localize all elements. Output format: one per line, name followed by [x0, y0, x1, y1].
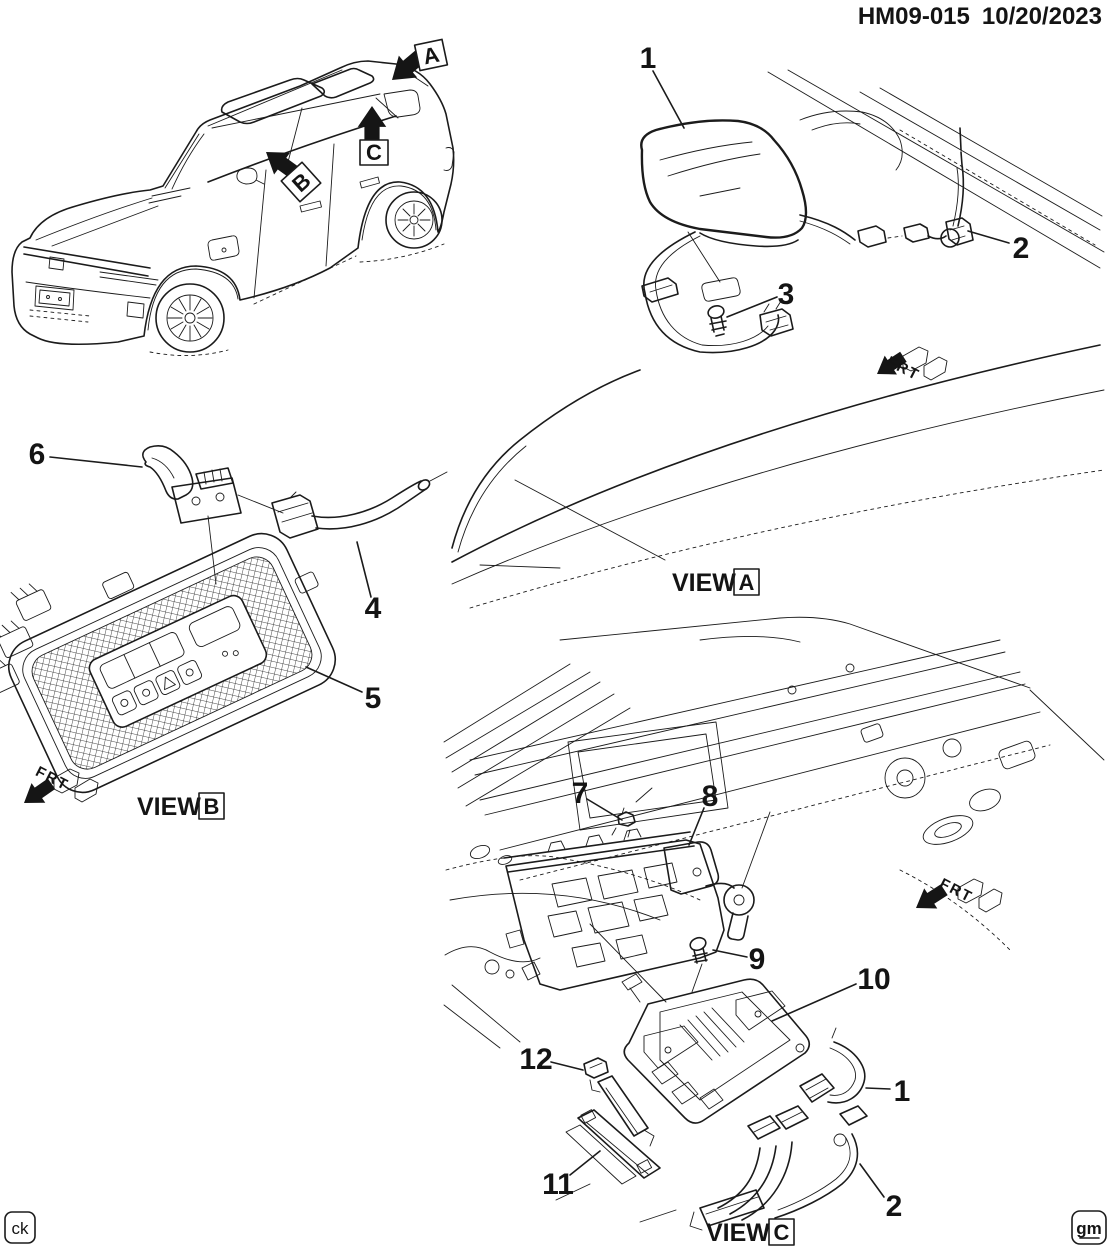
- sunroof-panels: [220, 67, 375, 125]
- callout-4-rod: 4: [365, 592, 382, 625]
- view-b-letter: B: [204, 794, 220, 819]
- view-b-illustration: 6 4 5 FRT VIEW B: [0, 438, 448, 821]
- module-strap-part-11: [565, 1109, 661, 1185]
- cable-ground-clip: [641, 277, 679, 303]
- leader-line-9: [712, 949, 748, 958]
- callout-7-clip: 7: [572, 777, 589, 810]
- leader-line-6: [49, 456, 143, 468]
- callout-3-screw: 3: [778, 278, 795, 311]
- headliner-background: [443, 616, 1105, 1201]
- view-b-label: VIEW B: [137, 792, 225, 821]
- assembly-line: [207, 515, 217, 585]
- console-connectors: [0, 583, 52, 696]
- inline-connector: [799, 214, 947, 248]
- rear-wheel: [361, 185, 443, 249]
- leader-line-10: [771, 983, 857, 1022]
- mount-stud-line: [687, 231, 721, 283]
- assembly-line: [589, 923, 667, 1003]
- leader-line-4: [356, 541, 372, 598]
- callout-1-harness: 1: [894, 1075, 911, 1108]
- view-a-label: VIEW A: [672, 568, 760, 597]
- gm-logo-text: gm: [1076, 1219, 1102, 1238]
- overhead-console-part-5: [0, 532, 337, 794]
- leader-line-1: [652, 70, 685, 129]
- mounting-bracket-part-8: [503, 828, 755, 991]
- leader-line-12: [550, 1061, 584, 1071]
- callout-1-antenna: 1: [640, 42, 657, 75]
- callout-2-harness: 2: [886, 1190, 903, 1223]
- leader-line-11: [569, 1150, 601, 1176]
- callout-11-strap: 11: [542, 1168, 574, 1201]
- charge-port-door: [207, 235, 240, 261]
- comm-module-part-10: [621, 973, 811, 1124]
- view-a-illustration: 1 2 3 FRT VIEW A: [451, 42, 1105, 609]
- assembly-line: [691, 963, 703, 993]
- side-mirror: [236, 167, 265, 185]
- module-clip-part-12: [583, 1057, 655, 1147]
- callout-6-clip: 6: [29, 438, 46, 471]
- svg-text:VIEW: VIEW: [706, 1219, 770, 1246]
- frt-arrow-view-c: FRT: [909, 875, 1003, 919]
- antenna-mount-screw: [707, 305, 727, 337]
- svg-text:VIEW: VIEW: [137, 793, 201, 821]
- arrow-a-label-box: A: [413, 38, 449, 72]
- roof-panel-background: [451, 69, 1105, 609]
- callout-9-screw: 9: [749, 943, 766, 976]
- leader-line-7: [586, 798, 623, 821]
- antenna-connector-2: [940, 127, 974, 248]
- view-a-letter: A: [739, 570, 755, 595]
- leader-line-8: [688, 807, 705, 846]
- callout-2-connector: 2: [1013, 232, 1030, 265]
- harness-connector-cable-2: [639, 1105, 868, 1231]
- view-c-illustration: 7 8 9 10 11 12 1 2 FRT VIEW C: [443, 616, 1105, 1246]
- view-c-label: VIEW C: [706, 1218, 795, 1246]
- front-fascia: [23, 246, 159, 323]
- callout-10-module: 10: [857, 963, 890, 996]
- leader-line-c1: [865, 1087, 891, 1090]
- front-wheel: [147, 268, 239, 353]
- leader-line-c2: [859, 1163, 885, 1198]
- frt-arrow-view-a: FRT: [870, 346, 948, 384]
- cable-end-connector: [759, 300, 794, 337]
- visor-rod-part-4: [271, 471, 448, 539]
- callout-5-console: 5: [365, 682, 382, 715]
- arrow-a-letter: A: [421, 42, 442, 70]
- leader-line-5: [305, 666, 363, 693]
- leader-line-3: [726, 296, 778, 318]
- callout-8-bracket: 8: [702, 780, 719, 813]
- harness-antenna-cable-1: [799, 1027, 866, 1104]
- svg-text:VIEW: VIEW: [672, 569, 736, 597]
- callout-12-clip: 12: [519, 1043, 552, 1076]
- frt-arrow-view-b: FRT: [17, 763, 99, 813]
- author-initials: ck: [12, 1219, 30, 1238]
- leader-line-2: [967, 230, 1010, 244]
- retainer-clip-part-7: [611, 787, 653, 838]
- antenna-cable-loop: [641, 231, 780, 354]
- leader-line-8b: [741, 811, 771, 889]
- arrow-c-label-box: C: [359, 139, 389, 166]
- vehicle-thumbnail: A B C: [11, 38, 455, 357]
- svg-text:FRT: FRT: [937, 875, 976, 906]
- bracket-screw-part-9: [689, 936, 708, 964]
- assembly-line: [237, 494, 284, 514]
- view-c-letter: C: [774, 1220, 790, 1245]
- gm-logo-box: gm: [1071, 1210, 1107, 1245]
- shark-fin-antenna: [640, 119, 808, 248]
- arrow-c-letter: C: [366, 140, 382, 165]
- visor-clip-part-6: [142, 445, 242, 524]
- arrow-b-label-box: B: [280, 161, 322, 203]
- mount-hole: [701, 277, 741, 302]
- author-initials-box: ck: [4, 1211, 36, 1244]
